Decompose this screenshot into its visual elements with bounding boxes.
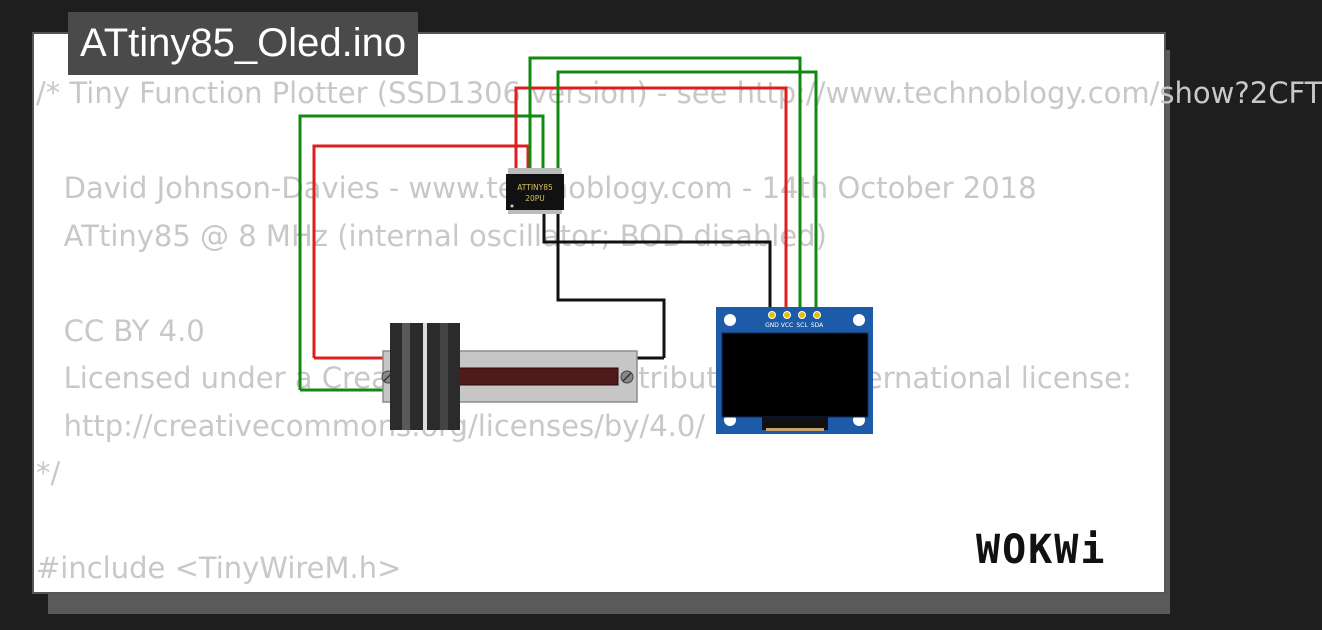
code-line: CC BY 4.0 [36,313,205,348]
wire-green-scl [528,56,802,314]
oled-screen [721,332,869,418]
preview-card [32,32,1166,594]
code-preview: /* Tiny Function Plotter (SSD1306 versio… [36,70,1322,593]
oled-display: GND VCC SCL SDA [716,307,873,434]
chip-pin1-dot [510,204,514,208]
attiny85-chip: ATTINY85 20PU [506,168,564,214]
chip-label-line2: 20PU [525,194,545,203]
oled-pin-label: VCC [781,322,793,329]
circuit-diagram: ATTINY85 20PU GND VCC SCL SDA [298,56,873,434]
code-line: /* Tiny Function Plotter (SSD1306 versio… [36,76,1322,110]
oled-pin-label: SDA [811,322,824,329]
wire-red-vcc [514,86,788,314]
code-line: #include <TinyWireM.h> [36,551,402,585]
code-line: David Johnson-Davies - www.technoblogy.c… [63,171,1037,205]
code-line: ATtiny85 @ 8 MHz (internal oscillator; B… [36,218,827,253]
wire-green-pot [298,114,545,390]
wire-green-sda [556,70,818,314]
slide-potentiometer [381,323,638,430]
wire-black-gnd [542,212,772,314]
project-title: ATtiny85_Oled.ino [68,12,419,75]
oled-ribbon [762,417,828,430]
code-line: http://creativecommons.org/licenses/by/4… [36,408,706,443]
code-line: */ [36,456,61,490]
wire-black-pot [556,212,666,358]
oled-pin-label: GND [765,322,779,329]
wokwi-logo: WOKWi [976,527,1107,573]
wire-red-pot [312,144,530,358]
wires [298,56,818,392]
oled-pin-label: SCL [796,322,808,329]
chip-label-line1: ATTINY85 [517,183,553,192]
